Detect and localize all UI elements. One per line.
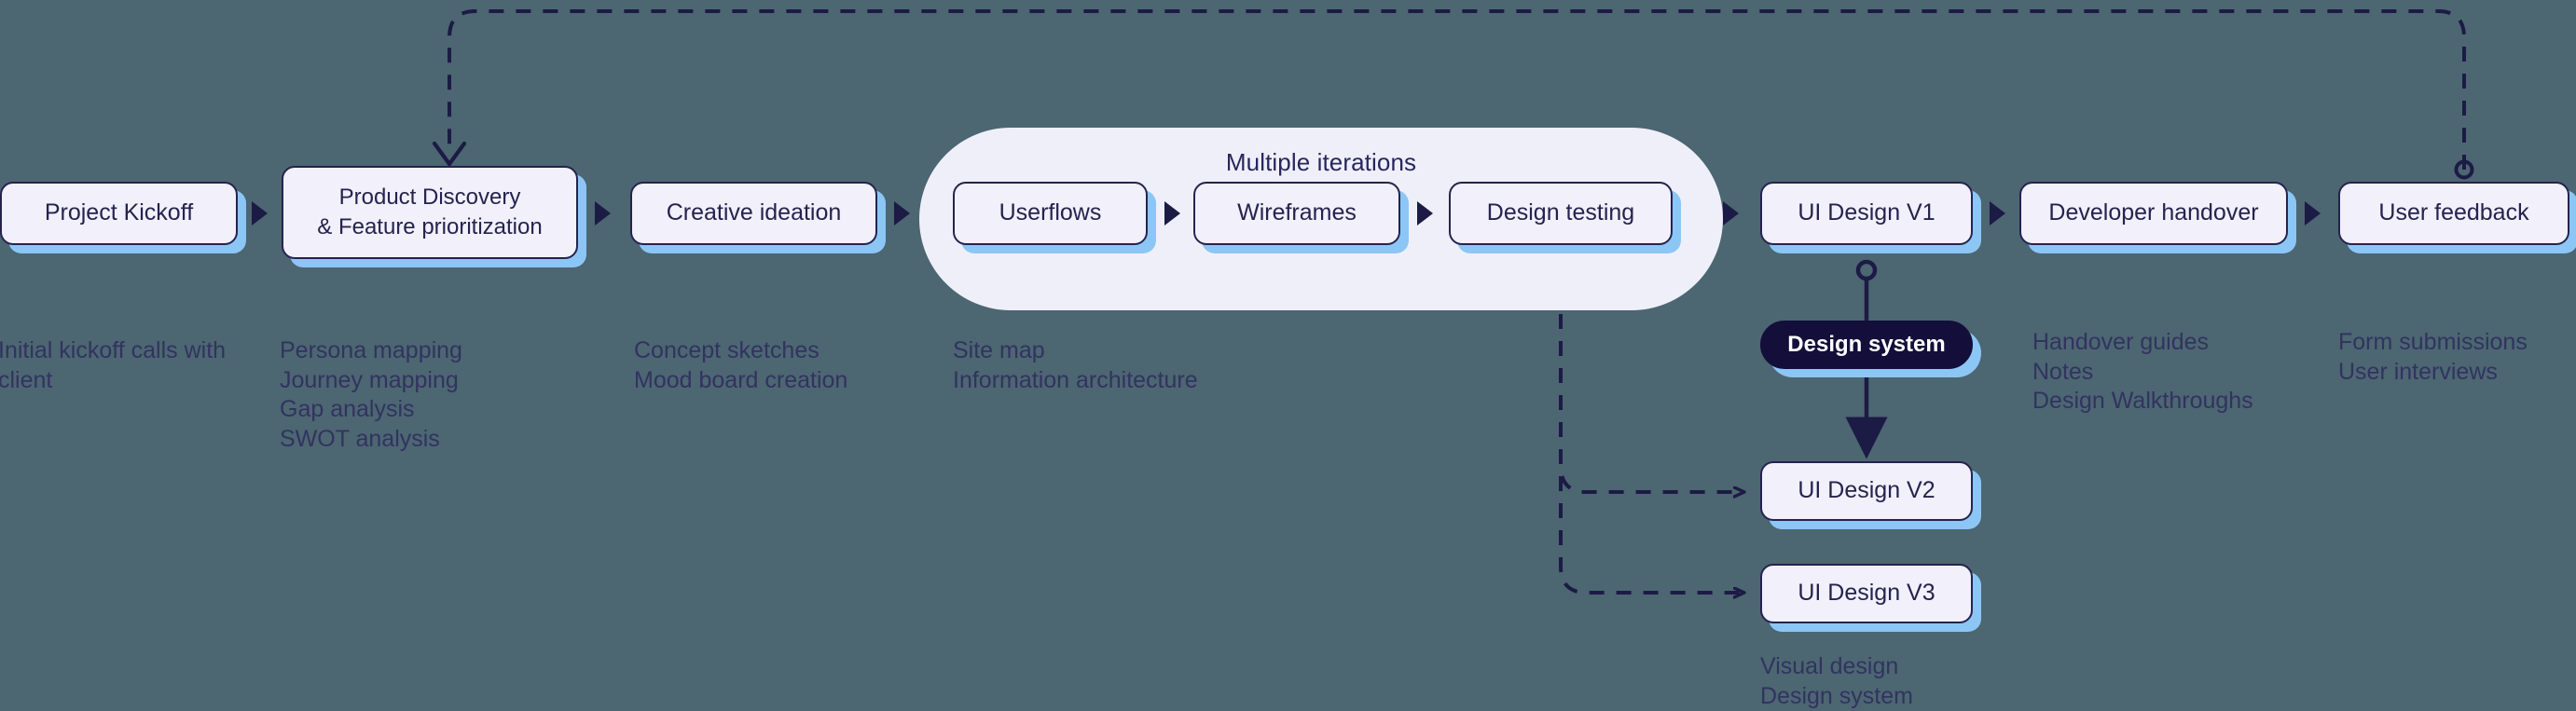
node-label: Userflows [999,199,1102,226]
caption-creative-ideation: Concept sketches Mood board creation [634,337,848,393]
node-label: Design testing [1486,199,1635,226]
node-wireframes[interactable]: Wireframes [1193,182,1409,253]
multiple-iterations-label: Multiple iterations [1225,148,1417,176]
caption-ui-design-versions: Visual design Design system [1760,653,1913,709]
caption-project-kickoff: Initial kickoff calls with client [0,337,227,393]
flow-arrow-8 [2305,201,2321,226]
flow-arrow-2 [595,201,611,226]
flow-arrow-4 [1164,201,1180,226]
node-label-line2: & Feature prioritization [317,214,543,239]
flow-arrow-3 [894,201,910,226]
caption-developer-handover: Handover guides Notes Design Walkthrough… [2032,329,2253,414]
node-label: UI Design V1 [1798,199,1935,226]
flow-arrow-5 [1417,201,1433,226]
node-label-line1: Product Discovery [338,185,521,211]
node-userflows[interactable]: Userflows [953,182,1156,253]
node-label: UI Design V2 [1798,477,1935,504]
node-label: Creative ideation [666,199,842,226]
node-design-system[interactable]: Design system [1760,321,1981,377]
node-ui-design-v3[interactable]: UI Design V3 [1760,564,1981,632]
flow-arrow-1 [252,201,268,226]
node-label: UI Design V3 [1798,580,1935,607]
node-label: Design system [1787,332,1946,358]
flow-arrow-6 [1723,201,1739,226]
node-label: Wireframes [1237,199,1357,226]
node-creative-ideation[interactable]: Creative ideation [630,182,886,253]
caption-product-discovery: Persona mapping Journey mapping Gap anal… [280,337,462,452]
flow-arrow-7 [1990,201,2005,226]
node-ui-design-v1[interactable]: UI Design V1 [1760,182,1981,253]
node-label: User feedback [2378,199,2529,226]
node-design-testing[interactable]: Design testing [1449,182,1681,253]
node-label: Developer handover [2048,199,2259,226]
node-developer-handover[interactable]: Developer handover [2019,182,2296,253]
node-user-feedback[interactable]: User feedback [2338,182,2576,253]
node-project-kickoff[interactable]: Project Kickoff [0,182,246,253]
node-ui-design-v2[interactable]: UI Design V2 [1760,461,1981,529]
caption-user-feedback: Form submissions User interviews [2338,329,2528,385]
node-label: Project Kickoff [44,199,194,226]
node-product-discovery[interactable]: Product Discovery & Feature prioritizati… [282,166,586,267]
caption-userflows: Site map Information architecture [953,337,1198,393]
